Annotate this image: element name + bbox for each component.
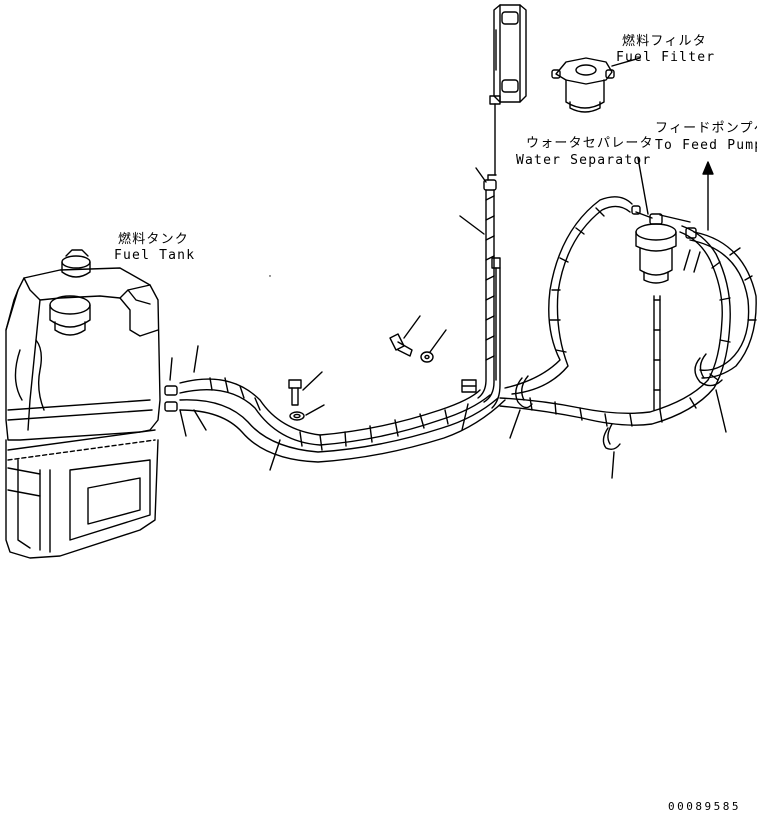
water-separator bbox=[631, 157, 701, 411]
filter-bracket bbox=[493, 4, 527, 103]
fuel-tank-label-jp: 燃料タンク bbox=[118, 232, 190, 247]
tank-fittings bbox=[164, 345, 207, 437]
feed-pump-arrow bbox=[702, 161, 714, 231]
fuel-filter bbox=[551, 57, 641, 113]
feed-pump-label-jp: フィードポンプへ bbox=[655, 121, 757, 136]
feed-pump-label-en: To Feed Pump bbox=[655, 138, 757, 153]
hose-left bbox=[179, 275, 506, 463]
bolt-middle bbox=[389, 315, 447, 363]
drawing-number: 00089585 bbox=[668, 800, 741, 813]
fuel-tank-label-en: Fuel Tank bbox=[114, 248, 196, 263]
water-separator-label-en: Water Separator bbox=[516, 153, 652, 168]
rubber-rings bbox=[461, 353, 727, 479]
water-separator-label-jp: ウォータセパレータ bbox=[526, 136, 654, 151]
fuel-filter-label-en: Fuel Filter bbox=[616, 50, 716, 65]
vertical-fuel-line bbox=[459, 95, 501, 409]
hose-clamp-center bbox=[461, 379, 477, 393]
fuel-tank bbox=[5, 249, 161, 559]
fuel-filter-label-jp: 燃料フィルタ bbox=[622, 34, 707, 49]
hose-right-loop bbox=[499, 196, 757, 427]
bolt-left bbox=[269, 371, 325, 471]
